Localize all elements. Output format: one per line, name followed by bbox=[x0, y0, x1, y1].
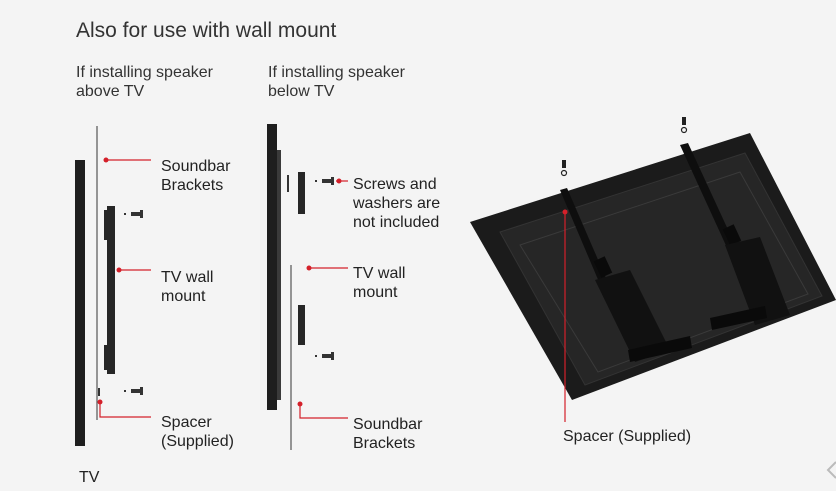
label-tv-wall-mount: TV wall mount bbox=[161, 269, 214, 306]
diagram-above-tv bbox=[75, 126, 151, 446]
leader-soundbar-brackets bbox=[299, 404, 348, 419]
screw-icon bbox=[124, 387, 143, 395]
wall-mount-side bbox=[107, 206, 115, 374]
label-tv: TV bbox=[79, 469, 100, 486]
leader-spacer bbox=[99, 402, 151, 418]
tv-panel-side bbox=[267, 124, 277, 410]
column-heading-below: If installing speaker below TV bbox=[268, 64, 405, 101]
label-soundbar-brackets-2: Soundbar Brackets bbox=[353, 416, 423, 453]
screw-icon bbox=[124, 210, 143, 218]
screw-icon bbox=[315, 352, 334, 360]
tv-panel-side bbox=[75, 160, 85, 446]
screw-icon bbox=[315, 177, 334, 185]
label-spacer-supplied: Spacer (Supplied) bbox=[563, 428, 692, 445]
column-heading-above: If installing speaker above TV bbox=[76, 64, 213, 101]
label-soundbar-brackets: Soundbar Brackets bbox=[161, 158, 231, 195]
label-spacer: Spacer (Supplied) bbox=[161, 414, 234, 451]
soundbar-bracket-left bbox=[595, 270, 670, 362]
chevron-left-icon[interactable] bbox=[826, 461, 836, 479]
soundbar-bracket-right bbox=[725, 237, 790, 325]
screw-icon bbox=[680, 117, 688, 134]
tv-perspective-illustration bbox=[470, 117, 836, 422]
screw-icon bbox=[560, 160, 568, 177]
wall-mount-side bbox=[298, 172, 305, 214]
label-screws-note: Screws and washers are not included bbox=[353, 176, 441, 232]
page-title: Also for use with wall mount bbox=[76, 19, 337, 42]
label-tv-wall-mount-2: TV wall mount bbox=[353, 265, 406, 302]
diagram-below-tv bbox=[267, 124, 348, 450]
